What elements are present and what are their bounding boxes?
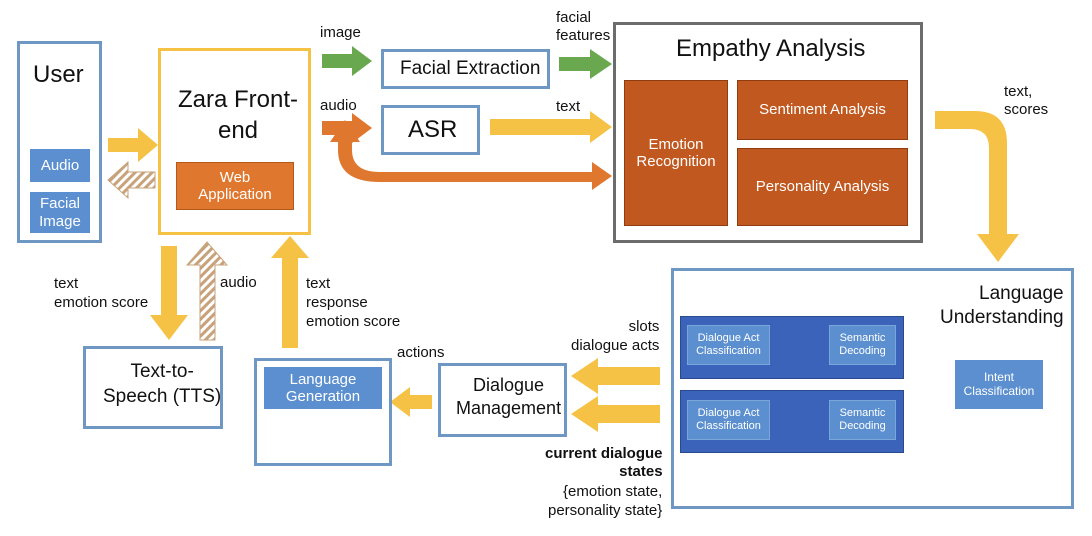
label-audio-top: audio [320,97,357,114]
semantic-decoding-2: Semantic Decoding [829,400,896,440]
label-facial-features: facial features [556,9,611,44]
semantic-decoding-1: Semantic Decoding [829,325,896,365]
asr-label: ASR [408,116,458,143]
arrow-empathy-to-lu [935,111,1019,262]
arrow-slots [571,358,660,394]
arrow-frontend-to-user [107,160,156,200]
label-actions: actions [397,344,445,361]
arrow-image [322,46,372,76]
zara-frontend-title: Zara Front- end [178,86,299,145]
empathy-analysis-title: Empathy Analysis [676,35,866,62]
tts-label: Text-to- Speech (TTS) [103,361,222,407]
label-text-emotion-score: text emotion score [54,275,149,311]
label-text-response: text response emotion score [306,275,401,330]
asr-box [381,105,480,155]
emotion-recognition-chip: Emotion Recognition [624,80,728,226]
label-states-detail: {emotion state, personality state} [548,483,663,519]
language-understanding-title: Language Understanding [940,283,1064,328]
arrow-generation-to-frontend [271,236,309,348]
arrow-states [571,396,660,432]
dialogue-management-label: Dialogue Management [456,375,562,419]
arrow-frontend-to-tts [150,246,188,340]
dialogue-act-classification-1: Dialogue Act Classification [687,325,770,365]
dialogue-act-classification-2: Dialogue Act Classification [687,400,770,440]
audio-chip: Audio [30,149,90,182]
web-application-chip: Web Application [176,162,294,210]
tts-box [83,346,223,429]
arrow-facial-features [559,49,612,79]
label-text-asr: text [556,98,581,115]
facial-extraction-box [381,49,550,89]
arrow-user-to-frontend [108,128,158,162]
arrow-tts-to-frontend [185,241,229,341]
arrow-audio-loop-head [330,120,360,142]
label-audio-down: audio [220,274,257,291]
user-title: User [33,61,84,88]
language-generation-chip: Language Generation [264,367,382,409]
intent-classification-chip: Intent Classification [955,360,1043,409]
label-text-scores: text, scores [1004,83,1049,118]
facial-image-chip: Facial Image [30,192,90,233]
facial-extraction-label: Facial Extraction [400,58,541,79]
label-image: image [320,24,361,41]
personality-analysis-chip: Personality Analysis [737,148,908,226]
arrow-actions [390,387,432,417]
label-slots-dialogue-acts: slots dialogue acts [571,318,660,354]
arrow-audio-loop [338,140,612,190]
arrow-asr-text [490,111,612,143]
label-current-dialogue-states: current dialogue states [545,445,663,480]
dialogue-management-box [438,363,567,437]
sentiment-analysis-chip: Sentiment Analysis [737,80,908,140]
